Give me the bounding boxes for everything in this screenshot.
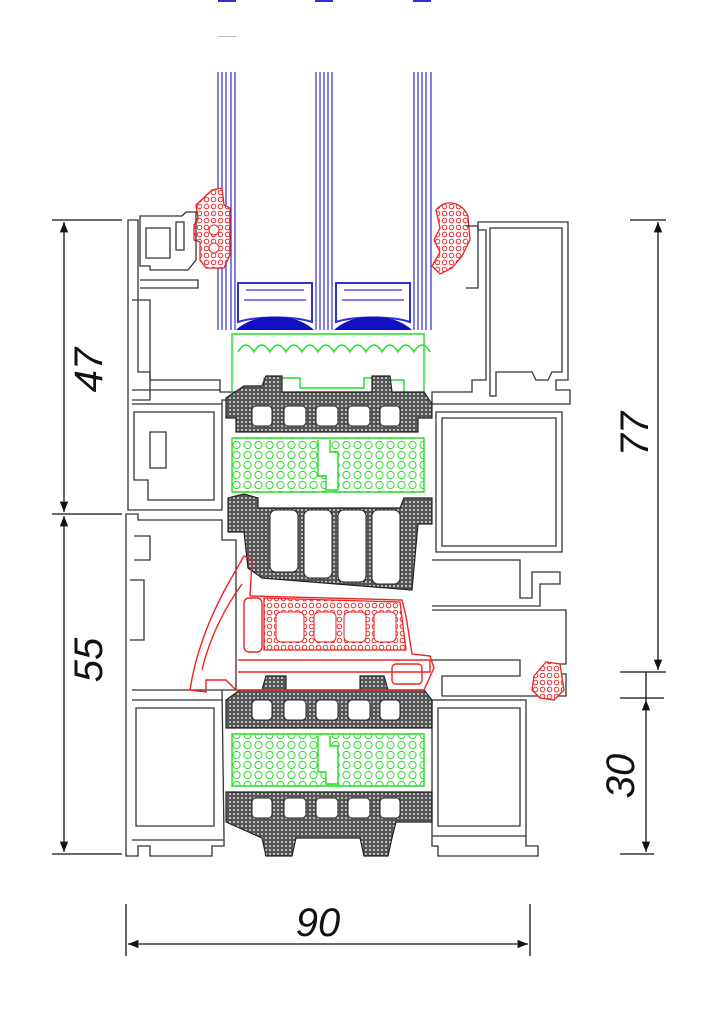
dimension-47-label: 47	[67, 346, 111, 392]
glazing-gasket-right	[431, 202, 471, 275]
red-sash-seal-gasket	[189, 555, 435, 693]
dimension-77-label: 77	[613, 410, 657, 456]
triple-glazing	[217, 0, 432, 330]
insulation-foam-upper	[231, 437, 425, 493]
right-upper-profile	[431, 221, 571, 697]
right-lower-profile	[431, 699, 539, 857]
red-frame-seal-gasket	[531, 661, 565, 701]
left-lower-profile	[125, 513, 237, 857]
left-upper-profile	[127, 211, 239, 511]
dimension-30: 30	[599, 672, 664, 855]
dimension-30-label: 30	[599, 754, 643, 799]
polyamide-strip-lower-upper	[227, 493, 433, 591]
thermal-break-upper	[225, 375, 433, 433]
glass-pane-left	[217, 72, 236, 330]
glass-spacer-left	[236, 282, 314, 330]
dimension-90-label: 90	[296, 901, 341, 945]
glass-spacer-right	[334, 282, 412, 330]
glazing-top-marks	[218, 0, 431, 37]
dimension-55-label: 55	[67, 637, 111, 682]
dimension-90: 90	[125, 901, 531, 956]
thermal-break-lower	[225, 675, 433, 857]
dimension-47: 47	[52, 219, 122, 515]
dimension-77: 77	[613, 219, 666, 673]
glazing-gasket-left	[193, 187, 231, 269]
glass-pane-right	[413, 72, 432, 330]
insulation-foam-lower	[231, 733, 425, 787]
glass-pane-middle	[315, 72, 333, 330]
dimension-55: 55	[52, 516, 122, 855]
